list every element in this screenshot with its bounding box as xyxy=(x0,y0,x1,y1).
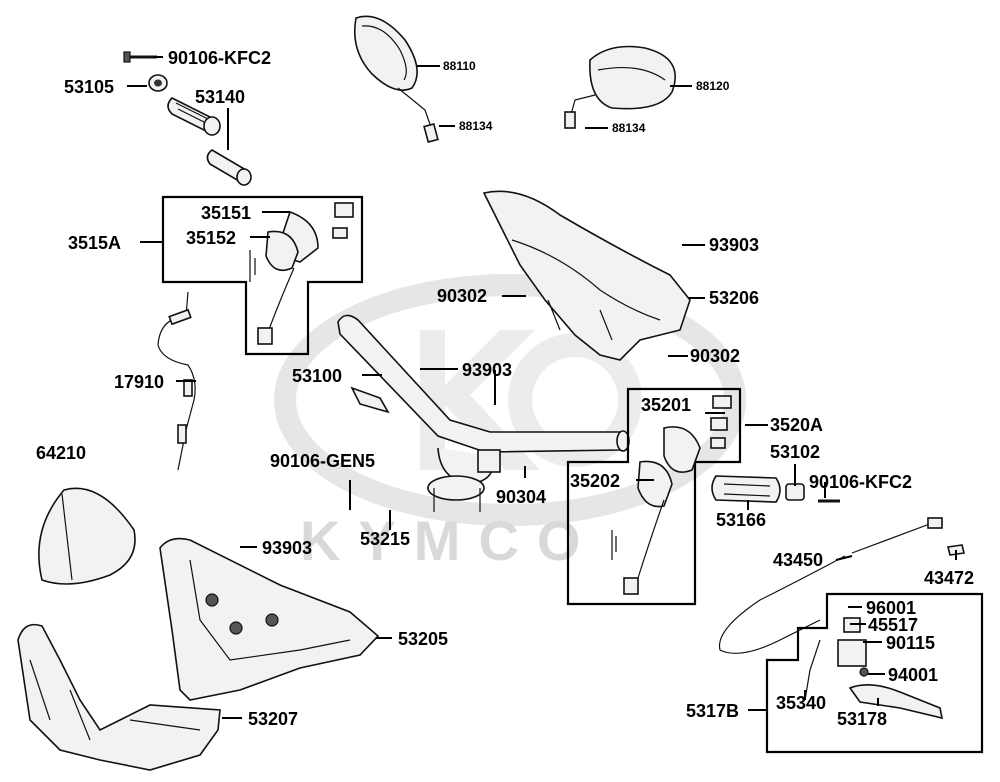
left-switch-housing xyxy=(249,202,354,345)
handlebar-53100 xyxy=(337,314,630,512)
label-90115: 90115 xyxy=(886,633,935,653)
windscreen-64210 xyxy=(38,487,136,585)
label-3515a: 3515A xyxy=(68,233,121,253)
label-93903-a: 93903 xyxy=(709,235,759,255)
label-64210: 64210 xyxy=(36,443,86,463)
label-43450: 43450 xyxy=(773,550,823,570)
label-96001: 96001 xyxy=(866,598,916,618)
grip-end-53105 xyxy=(148,74,168,92)
front-cover-53205 xyxy=(159,537,380,701)
label-53166: 53166 xyxy=(716,510,766,530)
throttle-cable-17910 xyxy=(157,291,196,471)
kymco-watermark xyxy=(274,274,746,526)
label-90302-a: 90302 xyxy=(437,286,487,306)
throttle-tube xyxy=(206,149,252,186)
label-3520a: 3520A xyxy=(770,415,823,435)
throttle-grip-53140 xyxy=(167,97,221,136)
mirror-88120 xyxy=(564,45,676,129)
label-5317b: 5317B xyxy=(686,701,739,721)
bolt-90106-kfc2-top xyxy=(123,51,157,63)
box-5317b xyxy=(765,592,984,754)
label-35152: 35152 xyxy=(186,228,236,248)
box-3520a xyxy=(566,387,742,606)
label-90304: 90304 xyxy=(496,487,546,507)
leader-lines xyxy=(127,56,957,719)
label-53206: 53206 xyxy=(709,288,759,308)
label-53178: 53178 xyxy=(837,709,887,729)
label-93903-b: 93903 xyxy=(462,360,512,380)
label-94001: 94001 xyxy=(888,665,938,685)
label-88134-right: 88134 xyxy=(612,121,646,135)
label-53215: 53215 xyxy=(360,529,410,549)
label-35340: 35340 xyxy=(776,693,826,713)
label-35151: 35151 xyxy=(201,203,251,223)
upper-cover-53206 xyxy=(482,190,691,361)
label-17910: 17910 xyxy=(114,372,164,392)
label-88120: 88120 xyxy=(696,79,730,93)
label-43472: 43472 xyxy=(924,568,974,588)
label-35201: 35201 xyxy=(641,395,691,415)
label-53207: 53207 xyxy=(248,709,298,729)
grip-53166 xyxy=(711,475,840,503)
label-88110: 88110 xyxy=(443,59,476,73)
label-93903-c: 93903 xyxy=(262,538,312,558)
label-90106-kfc2-right: 90106-KFC2 xyxy=(809,472,912,492)
lower-cover-53207 xyxy=(17,623,221,771)
mirror-88110 xyxy=(353,15,439,144)
label-90106-gen5: 90106-GEN5 xyxy=(270,451,375,471)
brake-lever-53178 xyxy=(804,617,944,720)
watermark-text: KYMCO xyxy=(300,509,598,572)
label-53105: 53105 xyxy=(64,77,114,97)
label-90106-kfc2-top: 90106-KFC2 xyxy=(168,48,271,68)
label-35202: 35202 xyxy=(570,471,620,491)
label-90302-b: 90302 xyxy=(690,346,740,366)
box-3515a xyxy=(161,195,364,356)
label-53102: 53102 xyxy=(770,442,820,462)
label-45517: 45517 xyxy=(868,615,918,635)
label-53205: 53205 xyxy=(398,629,448,649)
right-switch-housing xyxy=(611,395,732,595)
label-53140: 53140 xyxy=(195,87,245,107)
label-53100: 53100 xyxy=(292,366,342,386)
label-88134-left: 88134 xyxy=(459,119,493,133)
